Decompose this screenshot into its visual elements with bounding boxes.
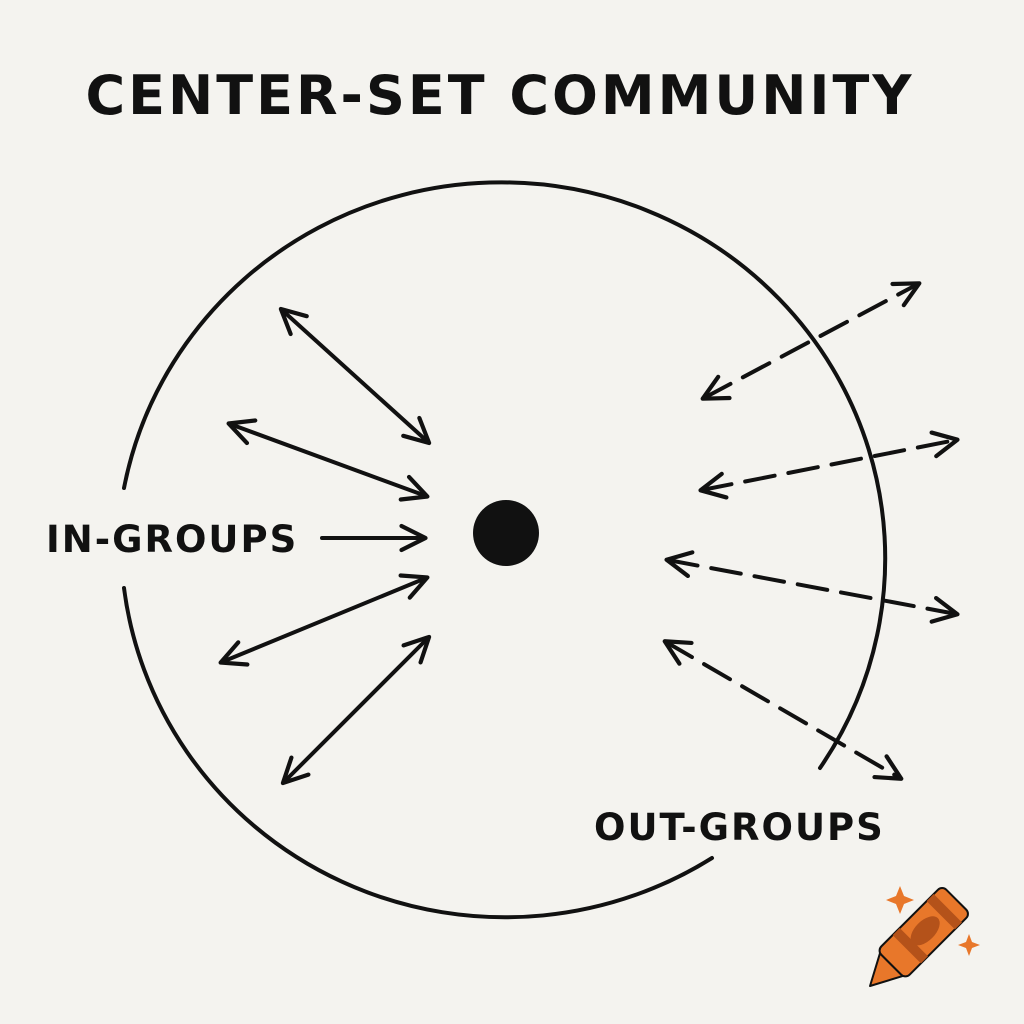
diagram-title: CENTER-SET COMMUNITY — [86, 64, 915, 127]
out-group-arrow — [664, 550, 960, 624]
out-groups-label: OUT-GROUPS — [594, 806, 885, 849]
out-group-arrow — [700, 281, 922, 401]
center-dot — [473, 500, 539, 566]
out-group-arrow — [662, 639, 904, 781]
in-groups-label: IN-GROUPS — [46, 518, 298, 561]
in-group-arrow — [278, 306, 432, 446]
community-boundary-lower — [122, 586, 714, 920]
crayon-icon — [869, 886, 980, 987]
out-group-arrow — [698, 430, 960, 500]
sparkle-icon — [958, 934, 980, 956]
in-group-arrow — [218, 573, 430, 667]
in-group-arrow — [280, 634, 432, 786]
in-group-arrows — [218, 306, 432, 786]
sparkle-icon — [886, 886, 914, 914]
out-group-arrows — [662, 281, 960, 781]
in-group-arrow — [226, 418, 430, 502]
